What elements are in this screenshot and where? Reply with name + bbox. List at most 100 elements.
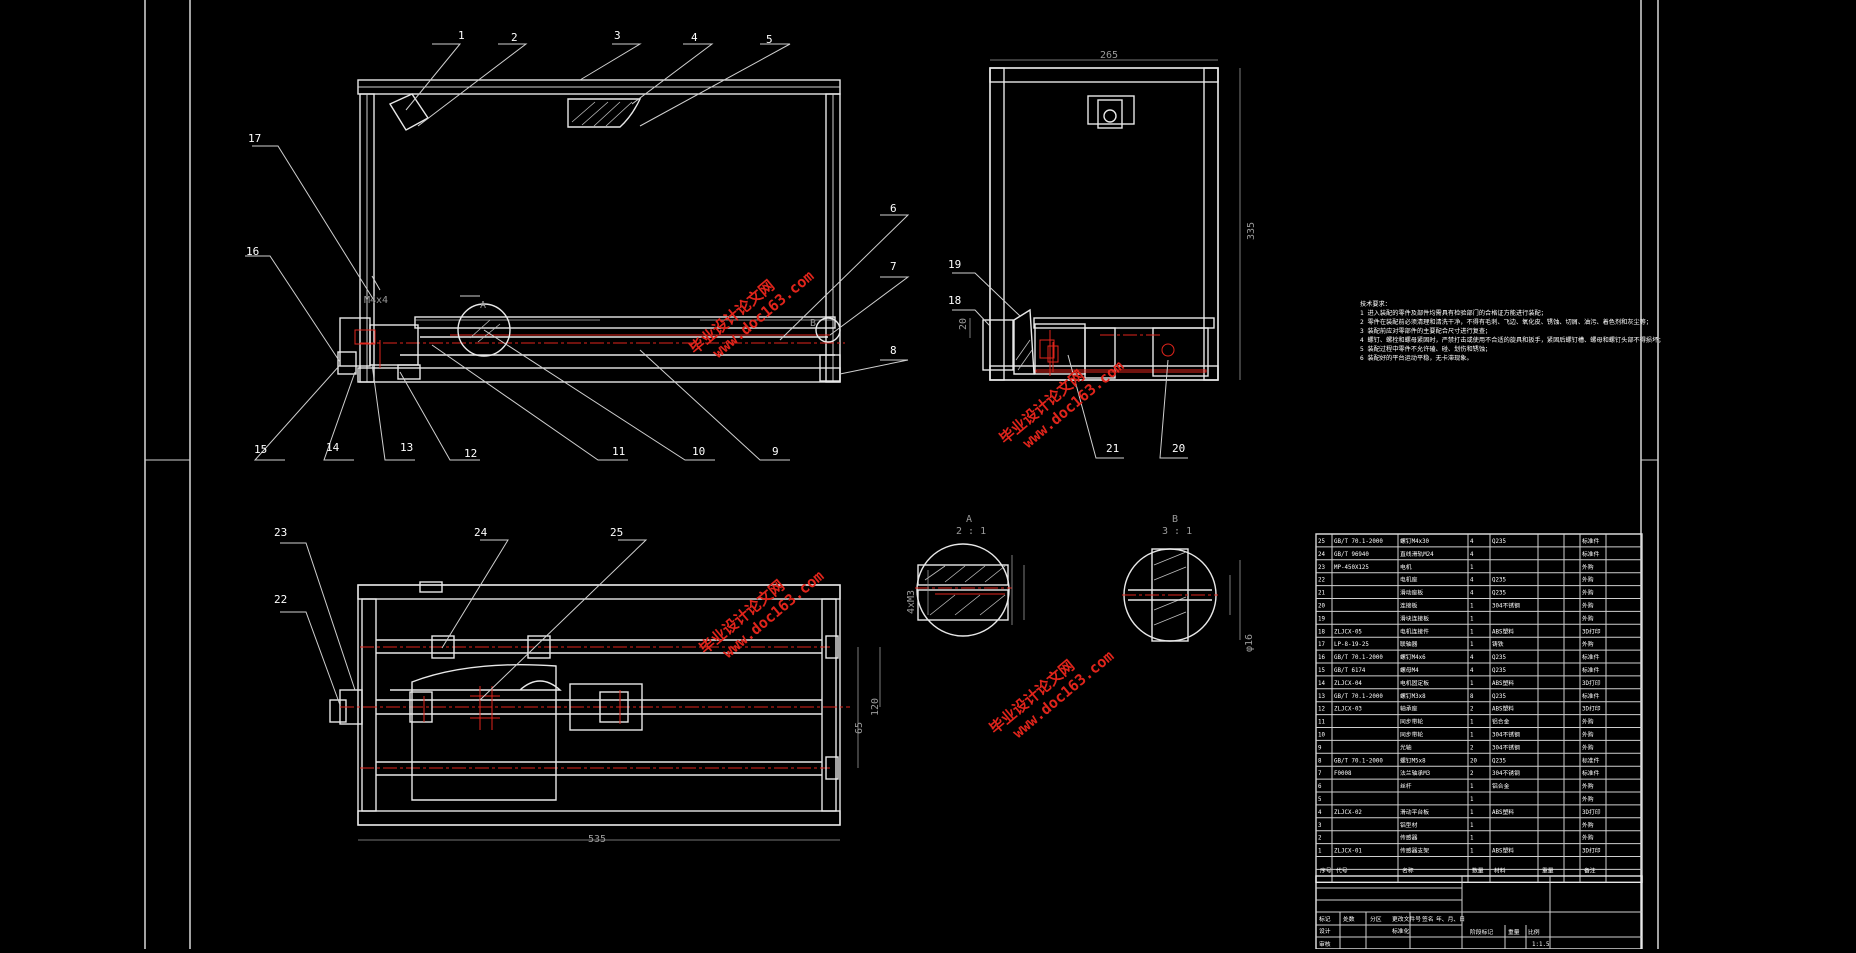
technical-notes: 技术要求： 1 进入装配的零件及部件均需具有检验部门的合格证方能进行装配； 2 … — [1360, 300, 1664, 362]
bom-cell-code: LP-8-19-25 — [1334, 642, 1369, 648]
balloon-20: 20 — [1172, 442, 1185, 455]
tb-standard: 标准化 — [1392, 927, 1410, 935]
bom-cell-code: GB/T 70.1-2000 — [1334, 539, 1383, 545]
dim-side-small: 20 — [958, 318, 969, 330]
bom-cell-qty: 1 — [1470, 681, 1474, 687]
tb-design: 设计 — [1319, 927, 1331, 935]
bom-cell-qty: 1 — [1470, 733, 1474, 739]
bom-cell-note: 外购 — [1582, 640, 1594, 648]
bom-cell-mat: Q235 — [1492, 655, 1506, 661]
bom-cell-code: ZLJCX-02 — [1334, 810, 1362, 816]
section-a-scale: 2 : 1 — [956, 526, 986, 537]
bom-header-no: 序号 — [1320, 867, 1332, 875]
dim-detail-b-dia: φ16 — [1244, 634, 1255, 652]
balloon-16: 16 — [246, 245, 259, 258]
balloon-22: 22 — [274, 593, 287, 606]
bom-cell-qty: 4 — [1470, 578, 1474, 584]
tb-change: 更改文件号 — [1392, 915, 1421, 923]
bom-cell-no: 12 — [1318, 707, 1325, 713]
balloon-25: 25 — [610, 526, 623, 539]
dim-side-width: 265 — [1100, 50, 1118, 61]
bom-cell-name: 螺钉M3x8 — [1400, 692, 1426, 700]
bom-cell-code: GB/T 96940 — [1334, 552, 1369, 558]
bom-cell-mat: 铝合金 — [1492, 782, 1510, 790]
bom-cell-qty: 20 — [1470, 758, 1477, 764]
bom-cell-qty: 4 — [1470, 552, 1474, 558]
bom-cell-qty: 1 — [1470, 629, 1474, 635]
detail-a-view — [915, 543, 1025, 637]
bom-cell-name: 传感器 — [1400, 834, 1418, 842]
bom-cell-no: 15 — [1318, 668, 1325, 674]
bom-cell-qty: 2 — [1470, 771, 1474, 777]
balloon-18: 18 — [948, 294, 961, 307]
tb-check: 审核 — [1319, 940, 1331, 948]
bom-cell-code: GB/T 70.1-2000 — [1334, 694, 1383, 700]
notes-line-3: 3 装配前应对零部件的主要配合尺寸进行复查； — [1360, 327, 1491, 335]
bom-cell-name: 同步带轮 — [1400, 718, 1423, 726]
bom-cell-note: 外购 — [1582, 602, 1594, 610]
bom-cell-no: 9 — [1318, 745, 1322, 751]
tb-weight: 重量 — [1508, 928, 1520, 936]
bom-cell-mat: 304不锈钢 — [1492, 769, 1520, 777]
bom-cell-mat: Q235 — [1492, 539, 1506, 545]
bom-cell-qty: 4 — [1470, 591, 1474, 597]
balloon-23: 23 — [274, 526, 287, 539]
bom-cell-note: 标准件 — [1582, 692, 1600, 700]
bom-cell-note: 标准件 — [1582, 769, 1600, 777]
bom-cell-note: 外购 — [1582, 795, 1594, 803]
bom-cell-no: 14 — [1318, 681, 1325, 687]
dimension-labels: 265 335 20 535 120 65 M4x4 4xM3 φ16 — [364, 50, 1257, 845]
bom-header-mat: 材料 — [1494, 867, 1506, 875]
bom-header-name: 名称 — [1402, 867, 1414, 875]
plan-view — [329, 581, 881, 841]
bom-cell-mat: 304不锈钢 — [1492, 602, 1520, 610]
bom-header-code: 代号 — [1336, 867, 1348, 875]
bom-cell-qty: 1 — [1470, 604, 1474, 610]
bom-cell-qty: 1 — [1470, 797, 1474, 803]
bom-cell-mat: ABS塑料 — [1492, 847, 1514, 855]
notes-line-2: 2 零件在装配前必须清理和清洗干净，不得有毛刺、飞边、氧化皮、锈蚀、切屑、油污、… — [1360, 318, 1652, 326]
tb-count: 处数 — [1343, 915, 1355, 923]
bom-cell-note: 3D打印 — [1582, 847, 1601, 855]
bom-cell-no: 4 — [1318, 810, 1322, 816]
bom-cell-mat: Q235 — [1492, 668, 1506, 674]
bom-cell-note: 外购 — [1582, 589, 1594, 597]
tb-stage: 阶段标记 — [1470, 928, 1493, 936]
bom-cell-mat: 铝合金 — [1492, 718, 1510, 726]
bom-cell-name: 联轴器 — [1400, 640, 1418, 648]
bom-cell-mat: 304不锈钢 — [1492, 743, 1520, 751]
bom-header-note: 备注 — [1584, 867, 1596, 875]
bom-cell-no: 23 — [1318, 565, 1325, 571]
bom-cell-note: 3D打印 — [1582, 627, 1601, 635]
bom-cell-name: 丝杆 — [1400, 782, 1412, 790]
balloon-21: 21 — [1106, 442, 1119, 455]
bom-cell-name: 螺钉M4x30 — [1400, 537, 1430, 545]
bom-cell-name: 光轴 — [1400, 743, 1412, 751]
bom-cell-no: 8 — [1318, 758, 1322, 764]
bom-cell-no: 7 — [1318, 771, 1322, 777]
dim-front-m4: M4x4 — [364, 295, 388, 306]
bom-cell-name: 法兰轴承M3 — [1400, 769, 1431, 777]
bom-header-qty: 数量 — [1472, 867, 1484, 875]
bom-cell-note: 外购 — [1582, 731, 1594, 739]
bom-cell-code: ZLJCX-03 — [1334, 707, 1362, 713]
bom-cell-no: 17 — [1318, 642, 1325, 648]
balloon-5: 5 — [766, 33, 773, 46]
bom-cell-no: 18 — [1318, 629, 1325, 635]
dim-plan-height-2: 65 — [854, 722, 865, 734]
bom-cell-note: 外购 — [1582, 743, 1594, 751]
bom-cell-qty: 2 — [1470, 707, 1474, 713]
bom-cell-note: 外购 — [1582, 718, 1594, 726]
bom-cell-no: 22 — [1318, 578, 1325, 584]
bom-cell-qty: 1 — [1470, 616, 1474, 622]
bom-cell-name: 轴承座 — [1400, 705, 1418, 713]
title-block: 标记 处数 分区 更改文件号 签名 年、月、日 设计 标准化 审核 阶段标记 重… — [1315, 875, 1643, 950]
bom-cell-no: 25 — [1318, 539, 1325, 545]
balloon-6: 6 — [890, 202, 897, 215]
bom-cell-code: F0008 — [1334, 771, 1352, 777]
bom-cell-qty: 1 — [1470, 823, 1474, 829]
bom-cell-note: 标准件 — [1582, 666, 1600, 674]
